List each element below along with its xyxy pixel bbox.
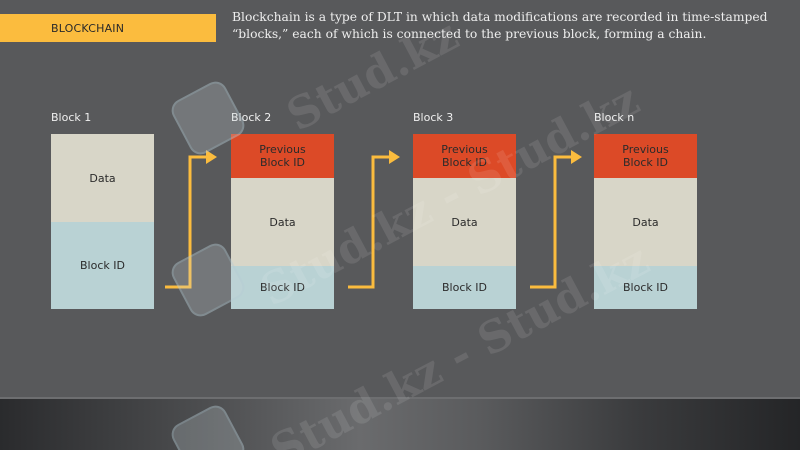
- block-3-data: Data: [413, 178, 516, 266]
- title-banner: BLOCKCHAIN: [0, 14, 216, 42]
- block-2-block-id: Block ID: [231, 266, 334, 309]
- block-n: Previous Block ID Data Block ID: [594, 134, 697, 309]
- block-3-label: Block 3: [413, 111, 454, 124]
- link-arrow-icon: [165, 150, 217, 289]
- block-1: Data Block ID: [51, 134, 154, 309]
- block-n-block-id: Block ID: [594, 266, 697, 309]
- block-2-label: Block 2: [231, 111, 272, 124]
- block-3-block-id: Block ID: [413, 266, 516, 309]
- block-3-previous-block-id: Previous Block ID: [413, 134, 516, 178]
- link-arrow-icon: [530, 150, 582, 289]
- block-2-data: Data: [231, 178, 334, 266]
- block-1-label: Block 1: [51, 111, 92, 124]
- block-1-block-id: Block ID: [51, 222, 154, 309]
- block-1-data: Data: [51, 134, 154, 222]
- block-3: Previous Block ID Data Block ID: [413, 134, 516, 309]
- block-n-previous-block-id: Previous Block ID: [594, 134, 697, 178]
- footer-band: [0, 397, 800, 450]
- description-text: Blockchain is a type of DLT in which dat…: [232, 10, 768, 41]
- block-n-data: Data: [594, 178, 697, 266]
- block-2-previous-block-id: Previous Block ID: [231, 134, 334, 178]
- block-n-label: Block n: [594, 111, 635, 124]
- link-arrow-icon: [348, 150, 400, 289]
- title-text: BLOCKCHAIN: [51, 21, 125, 35]
- block-2: Previous Block ID Data Block ID: [231, 134, 334, 309]
